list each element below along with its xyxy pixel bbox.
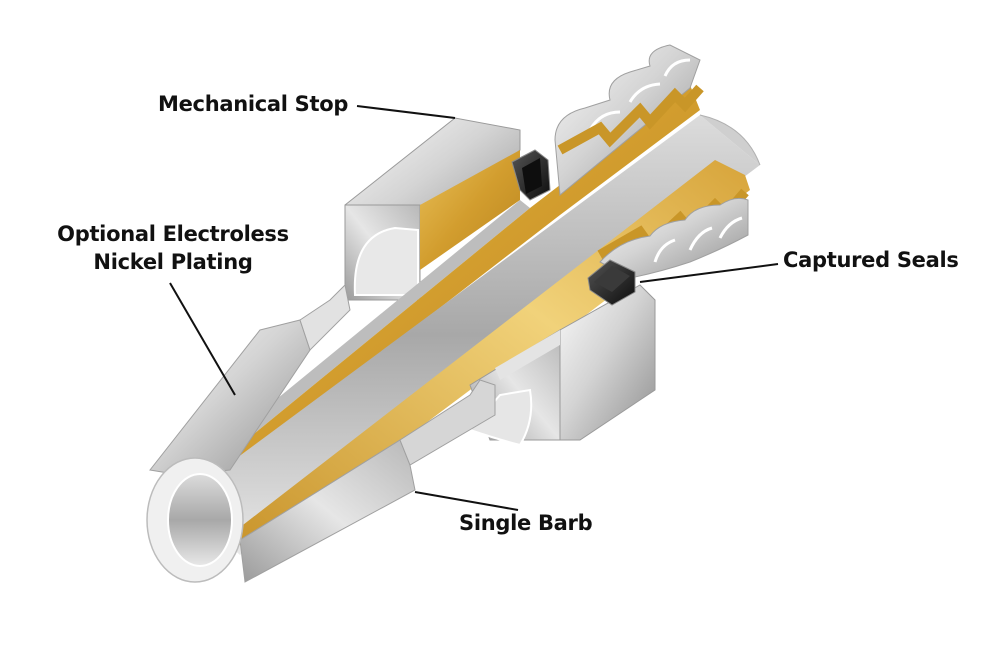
captured-seal-upper [511,149,551,201]
lower-thread [599,197,749,279]
leader-lines [169,105,779,511]
label-captured-seals: Captured Seals [783,248,959,272]
nozzle-tip [146,283,496,583]
label-nickel-plating: Optional Electroless Nickel Plating [48,220,298,276]
leader-line-nickel-plating [169,282,236,396]
leader-line-captured-seals [639,263,779,283]
label-single-barb: Single Barb [459,511,593,535]
captured-seal-lower [587,259,636,306]
label-nickel-plating-line2: Nickel Plating [93,250,253,274]
leader-line-single-barb [414,491,519,511]
mechanical-stop-collar [344,117,521,301]
upper-thread [554,44,704,196]
leader-line-mechanical-stop [356,105,456,119]
central-bore [180,114,761,555]
label-mechanical-stop: Mechanical Stop [158,92,349,116]
lower-collar [468,284,656,447]
label-nickel-plating-line1: Optional Electroless [57,222,289,246]
